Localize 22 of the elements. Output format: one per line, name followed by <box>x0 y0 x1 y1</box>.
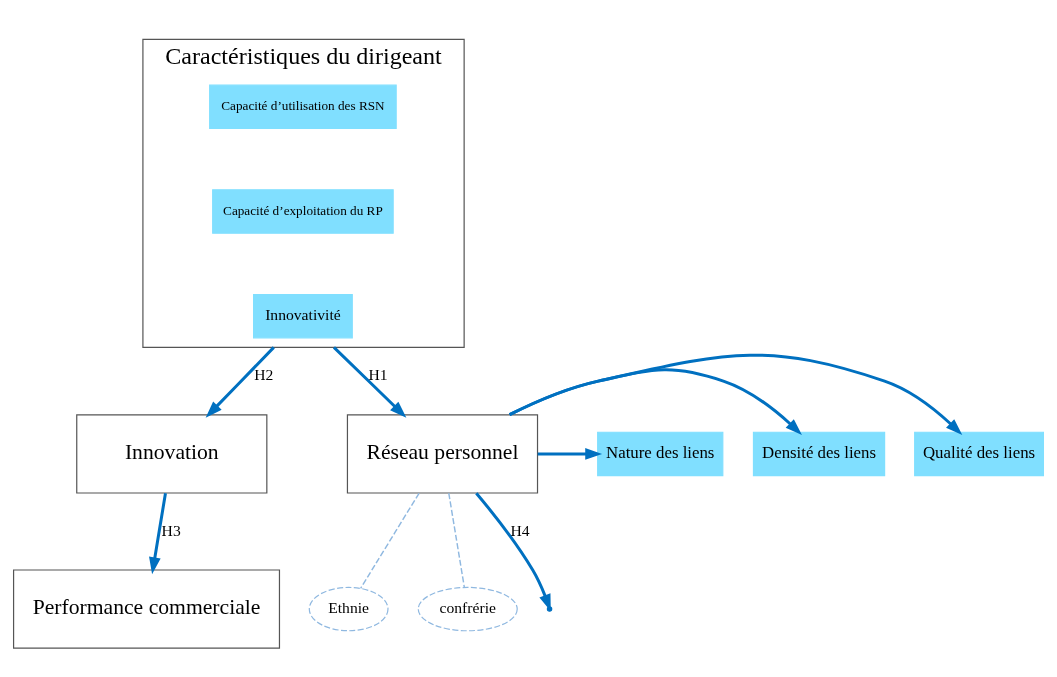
edge-label: H4 <box>510 521 530 539</box>
edge-label: H2 <box>254 365 274 383</box>
node-box: Densité des liens <box>752 431 886 476</box>
node-box: Capacité d’utilisation des RSN <box>209 84 397 129</box>
edge-label: H1 <box>368 365 388 383</box>
connector <box>448 492 466 588</box>
node-box: Réseau personnel <box>346 413 539 494</box>
node-box: Innovation <box>76 413 268 494</box>
node-box: Performance commerciale <box>13 568 281 649</box>
node-box: Nature des liens <box>597 431 724 476</box>
node-box: Innovativité <box>253 293 353 338</box>
arrow <box>508 353 963 435</box>
node-box: Qualité des liens <box>914 431 1044 476</box>
edge-label: H3 <box>161 521 181 539</box>
node-ellipse: confrérie <box>417 586 518 631</box>
node-box: Capacité d’exploitation du RP <box>212 188 394 234</box>
node-ellipse: Ethnie <box>308 586 389 631</box>
arrow <box>149 492 167 574</box>
arrow <box>537 447 603 460</box>
arrow <box>332 345 407 418</box>
connector <box>359 492 420 589</box>
arrow <box>205 345 275 418</box>
